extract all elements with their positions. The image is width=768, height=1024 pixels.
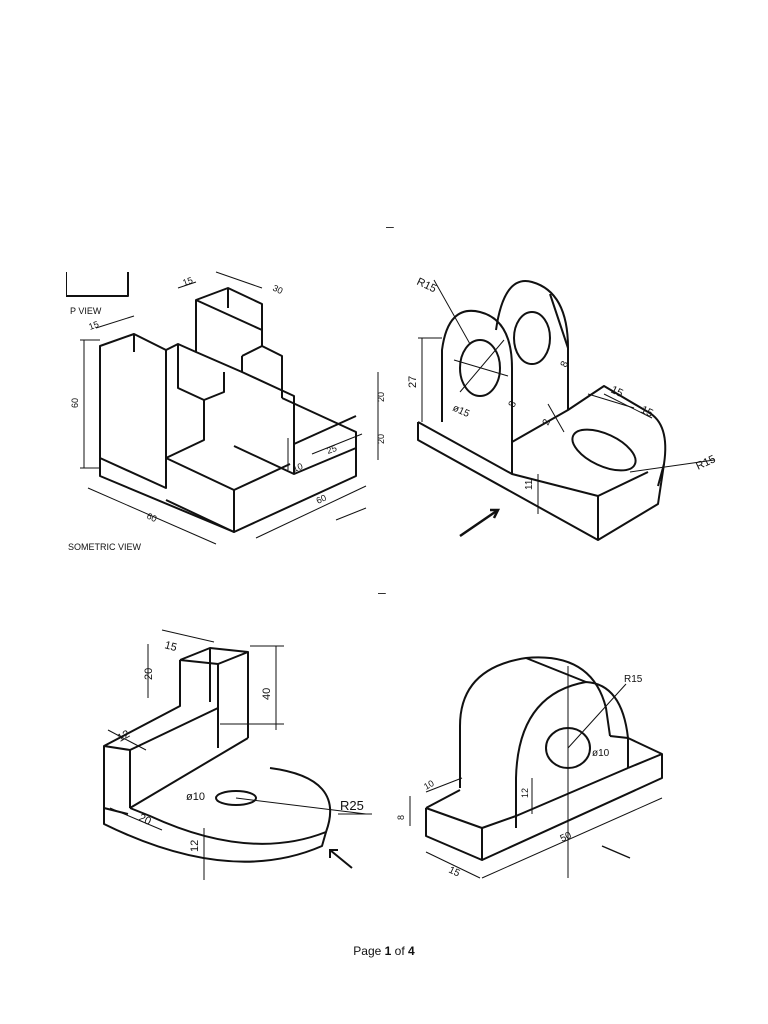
dim-label: R15	[694, 453, 717, 472]
dim-label: ø10	[592, 748, 610, 759]
dim-label: 8	[507, 399, 520, 409]
dim-label: 15	[447, 865, 462, 880]
page-footer: Page 1 of 4	[0, 944, 768, 958]
figure-arch-block: R15 ø10 10 8 12 50 15	[396, 628, 686, 898]
dim-label: 15	[163, 639, 178, 654]
figure-lug-bracket: R15 27 ø15 8 8 2 15 15 R15 11	[408, 264, 738, 550]
dim-label: 30	[271, 283, 284, 296]
dim-label: 8	[396, 815, 406, 820]
dim-label: 10	[291, 461, 304, 474]
dim-label: 20	[143, 668, 155, 680]
dim-label: 40	[261, 688, 273, 700]
dim-label: 60	[315, 493, 328, 506]
lug-bracket-drawing: R15 27 ø15 8 8 2 15 15 R15 11	[408, 276, 718, 541]
dim-label: 2	[541, 417, 554, 427]
footer-middle: of	[391, 944, 409, 958]
dim-label: R15	[415, 276, 438, 295]
iso-view-label: SOMETRIC VIEW	[68, 542, 142, 550]
dim-label: 11	[524, 479, 535, 490]
dim-label: ø10	[186, 791, 205, 803]
dim-label: 20	[137, 812, 153, 828]
dim-label: 15	[639, 404, 655, 420]
figure-stepped-block: P VIEW SOMETRIC VIEW 15 30 15 60 20 20 2…	[66, 268, 396, 550]
dim-label: 60	[70, 398, 80, 408]
dim-label: 12	[116, 728, 133, 745]
dim-label: R15	[624, 674, 643, 685]
stepped-block-drawing: P VIEW SOMETRIC VIEW 15 30 15 60 20 20 2…	[66, 271, 386, 550]
dim-label: 20	[376, 434, 386, 444]
footer-prefix: Page	[353, 944, 385, 958]
top-view-label: P VIEW	[70, 306, 102, 316]
current-page-number: 1	[384, 944, 392, 958]
dim-label: 12	[189, 840, 201, 852]
dim-label: R25	[340, 798, 364, 813]
dim-label: 8	[559, 359, 572, 369]
dim-label: 20	[376, 392, 386, 402]
dim-label: 15	[87, 319, 100, 332]
dim-label: 15	[609, 384, 625, 400]
dim-label: 27	[408, 376, 419, 388]
dim-label: 25	[325, 443, 338, 456]
total-page-count: 4	[408, 944, 415, 958]
figure-round-base-bracket: 15 20 40 12 ø10 R25 20 12	[90, 618, 386, 904]
arch-block-drawing: R15 ø10 10 8 12 50 15	[396, 656, 663, 880]
dim-label: 15	[181, 275, 194, 288]
round-base-bracket-drawing: 15 20 40 12 ø10 R25 20 12	[103, 629, 372, 880]
dim-label: ø15	[451, 403, 472, 420]
dim-label: 10	[422, 778, 436, 792]
section-marker-2: –	[378, 584, 386, 600]
dim-label: 60	[145, 511, 158, 524]
dim-label: 12	[520, 788, 530, 798]
section-marker-1: –	[386, 218, 394, 234]
dim-label: 50	[559, 830, 574, 845]
